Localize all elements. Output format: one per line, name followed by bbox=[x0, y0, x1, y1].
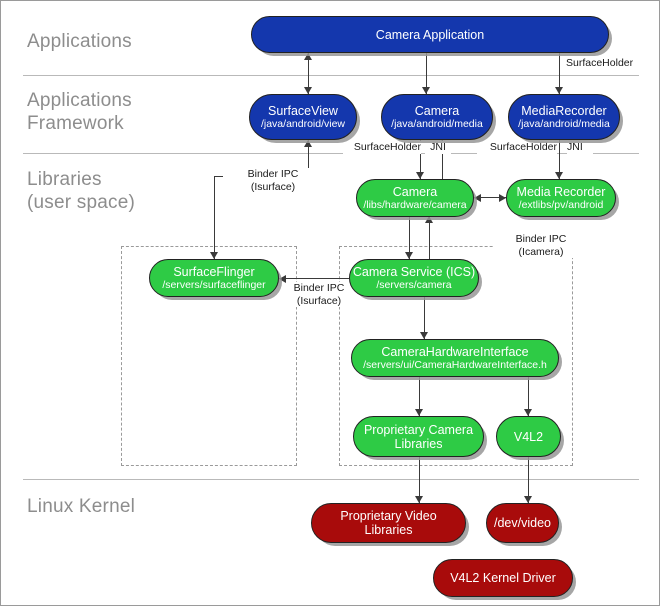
edge-app-mediarecorder bbox=[559, 53, 560, 94]
edge-app-mediarecorder-arrow bbox=[555, 87, 563, 94]
edge-surfaceview-elbow-arrow bbox=[304, 140, 312, 147]
node-proprietary-camera-libraries[interactable]: Proprietary Camera Libraries bbox=[353, 416, 484, 457]
edge-camera-native-to-service-arrow bbox=[405, 252, 413, 259]
node-surfaceflinger-subtitle: /servers/surfaceflinger bbox=[162, 279, 266, 291]
edge-label-jni-mediarecorder: JNI bbox=[567, 141, 593, 154]
node-mediarecorder[interactable]: MediaRecorder /java/android/media bbox=[508, 94, 620, 140]
edge-label-binder-ipc-icamera: Binder IPC (Icamera) bbox=[493, 233, 589, 258]
node-camera-hardware-interface[interactable]: CameraHardwareInterface /servers/ui/Came… bbox=[351, 339, 559, 377]
edge-label-binder-ipc-isurface-top: Binder IPC (Isurface) bbox=[223, 168, 323, 193]
edge-mediarecorder-down-arrow bbox=[555, 172, 563, 179]
edge-elbow-to-surfaceflinger bbox=[214, 176, 215, 259]
divider-framework bbox=[23, 153, 639, 154]
edge-elbow-to-surfaceflinger-arrow bbox=[210, 252, 218, 259]
edge-service-to-camera-native-arrow bbox=[425, 216, 433, 223]
node-camera-native-subtitle: /libs/hardware/camera bbox=[363, 199, 467, 211]
layer-label-libraries: Libraries (user space) bbox=[27, 169, 135, 213]
layer-label-applications: Applications bbox=[27, 31, 132, 52]
edge-camera-native-up bbox=[442, 140, 443, 179]
divider-libraries bbox=[23, 479, 639, 480]
edge-proprietary-camera-to-video-arrow bbox=[415, 496, 423, 503]
edge-chi-to-v4l2-arrow bbox=[524, 409, 532, 416]
node-v4l2-kernel-driver[interactable]: V4L2 Kernel Driver bbox=[433, 559, 573, 597]
edge-label-binder-ipc-isurface-service: Binder IPC (Isurface) bbox=[287, 282, 351, 307]
edge-label-surfaceholder-app-mediarecorder: SurfaceHolder bbox=[566, 57, 646, 70]
node-camera-service[interactable]: Camera Service (ICS) /servers/camera bbox=[349, 259, 479, 297]
edge-service-to-chi bbox=[424, 296, 425, 339]
node-media-recorder-native-subtitle: /extlibs/pv/android bbox=[518, 199, 604, 211]
node-surfaceflinger-title: SurfaceFlinger bbox=[173, 265, 255, 279]
node-camera-application-title: Camera Application bbox=[375, 27, 485, 42]
node-media-recorder-native-title: Media Recorder bbox=[516, 185, 606, 199]
node-surfaceview-subtitle: /java/android/view bbox=[260, 118, 346, 130]
node-camera-java-subtitle: /java/android/media bbox=[391, 118, 483, 130]
layer-label-linux-kernel: Linux Kernel bbox=[27, 496, 136, 517]
node-dev-video[interactable]: /dev/video bbox=[486, 503, 559, 543]
node-media-recorder-native[interactable]: Media Recorder /extlibs/pv/android bbox=[506, 179, 616, 217]
node-v4l2-kernel-driver-title: V4L2 Kernel Driver bbox=[450, 571, 556, 585]
node-surfaceview[interactable]: SurfaceView /java/android/view bbox=[249, 94, 357, 140]
edge-mediarecorder-down bbox=[559, 140, 560, 179]
node-dev-video-title: /dev/video bbox=[494, 516, 551, 530]
edge-service-to-camera-native bbox=[429, 216, 430, 259]
edge-chi-to-v4l2 bbox=[528, 376, 529, 416]
node-surfaceflinger[interactable]: SurfaceFlinger /servers/surfaceflinger bbox=[149, 259, 279, 297]
node-camera-native[interactable]: Camera /libs/hardware/camera bbox=[356, 179, 474, 217]
node-mediarecorder-subtitle: /java/android/media bbox=[518, 118, 610, 130]
edge-camera-java-down bbox=[420, 140, 421, 179]
group-surfaceflinger bbox=[121, 246, 297, 466]
node-proprietary-video-libraries[interactable]: Proprietary Video Libraries bbox=[311, 503, 466, 543]
edge-camera-mediarecorder-arrow-left bbox=[474, 194, 481, 202]
edge-app-surfaceview-arrow-up bbox=[304, 53, 312, 60]
node-surfaceview-title: SurfaceView bbox=[268, 104, 338, 118]
node-proprietary-video-libraries-title: Proprietary Video bbox=[340, 509, 437, 523]
node-camera-application[interactable]: Camera Application bbox=[251, 16, 609, 53]
edge-label-surfaceholder-camera: SurfaceHolder bbox=[343, 141, 421, 154]
node-camera-hardware-interface-title: CameraHardwareInterface bbox=[381, 345, 529, 359]
edge-service-to-chi-arrow bbox=[420, 332, 428, 339]
edge-v4l2-to-dev-video bbox=[528, 456, 529, 503]
edge-camera-mediarecorder-arrow-right bbox=[499, 194, 506, 202]
edge-camera-native-to-service bbox=[409, 216, 410, 259]
edge-service-to-surfaceflinger bbox=[279, 278, 349, 279]
edge-surfaceview-elbow-riser bbox=[308, 140, 309, 176]
edge-app-camera-arrow bbox=[422, 87, 430, 94]
edge-app-surfaceview-arrow-down bbox=[304, 87, 312, 94]
edge-app-surfaceview bbox=[308, 53, 309, 94]
edge-camera-java-down-arrow bbox=[416, 172, 424, 179]
edge-app-camera bbox=[426, 53, 427, 94]
edge-chi-to-proprietary-camera-arrow bbox=[415, 409, 423, 416]
edge-label-surfaceholder-mediarecorder: SurfaceHolder bbox=[477, 141, 557, 154]
layer-label-applications-framework: Applications Framework bbox=[27, 90, 132, 134]
node-camera-service-title: Camera Service (ICS) bbox=[352, 265, 476, 279]
node-camera-hardware-interface-subtitle: /servers/ui/CameraHardwareInterface.h bbox=[363, 359, 547, 371]
divider-applications bbox=[23, 75, 639, 76]
edge-v4l2-to-dev-video-arrow bbox=[524, 496, 532, 503]
node-proprietary-camera-libraries-title: Proprietary Camera bbox=[363, 422, 474, 437]
node-mediarecorder-title: MediaRecorder bbox=[521, 104, 607, 118]
group-camera-service bbox=[339, 246, 573, 466]
edge-proprietary-camera-to-video bbox=[419, 456, 420, 503]
node-camera-native-title: Camera bbox=[392, 185, 438, 199]
edge-label-jni-camera: JNI bbox=[425, 141, 451, 154]
node-camera-java-title: Camera bbox=[414, 104, 460, 118]
edge-service-to-surfaceflinger-arrow bbox=[279, 275, 286, 283]
node-proprietary-video-libraries-subtitle: Libraries bbox=[364, 523, 413, 537]
edge-chi-to-proprietary-camera bbox=[419, 376, 420, 416]
node-proprietary-camera-libraries-subtitle: Libraries bbox=[394, 436, 443, 451]
node-v4l2[interactable]: V4L2 bbox=[496, 416, 561, 457]
node-v4l2-title: V4L2 bbox=[513, 429, 544, 444]
edge-camera-mediarecorder bbox=[474, 197, 506, 198]
node-camera-service-subtitle: /servers/camera bbox=[376, 279, 452, 291]
node-camera-java[interactable]: Camera /java/android/media bbox=[381, 94, 493, 140]
